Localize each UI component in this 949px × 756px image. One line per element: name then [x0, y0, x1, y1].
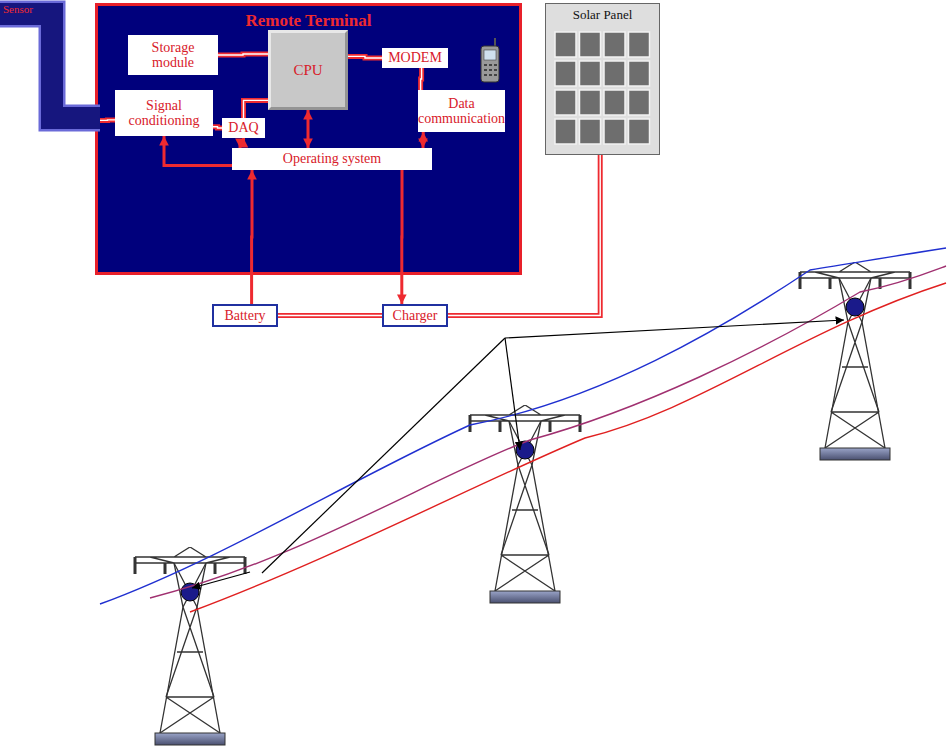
terminal-title: Remote Terminal: [98, 6, 519, 31]
link-outer: [418, 68, 424, 90]
node-label: Sensor: [0, 0, 100, 15]
link-outer: [278, 313, 382, 318]
solar-cell: [629, 32, 650, 57]
solar-cell: [604, 90, 625, 115]
link-outer: [213, 127, 222, 128]
control-arrow: [164, 136, 232, 166]
double-link: [100, 119, 115, 121]
modem-box: MODEM: [382, 48, 448, 68]
control-arrow: [251, 170, 252, 304]
mobile-phone-icon: [481, 38, 499, 82]
double-link: [448, 155, 600, 316]
sensor-probe: Sensor: [0, 0, 100, 140]
solar-cell: [555, 90, 576, 115]
solar-cell: [580, 119, 601, 144]
arrow-line: [400, 170, 403, 304]
arrow-line: [164, 136, 232, 166]
sensor-outline: [0, 14, 100, 118]
node-label: Charger: [393, 308, 438, 324]
tower-left: [135, 547, 245, 745]
solar-cell: [629, 61, 650, 86]
arrow-line: [250, 170, 253, 304]
sensor-shape: [0, 0, 100, 140]
solar-cell: [555, 61, 576, 86]
solar-cell: [604, 119, 625, 144]
double-link: [420, 68, 422, 90]
link-core: [348, 56, 382, 58]
tower-right: [800, 262, 910, 460]
solar-cell: [580, 32, 601, 57]
link-core: [213, 127, 222, 128]
double-link: [218, 54, 268, 55]
storage-module-box: Storage module: [128, 35, 218, 75]
link-outer: [100, 117, 115, 123]
solar-cell: [629, 90, 650, 115]
arrow-line: [422, 132, 425, 148]
solar-cell: [555, 32, 576, 57]
control-arrow: [240, 138, 244, 148]
node-label: MODEM: [388, 50, 442, 65]
double-link: [348, 56, 382, 58]
solar-cell: [555, 119, 576, 144]
link-core: [244, 100, 269, 118]
data-communication-box: Data communication: [418, 90, 505, 132]
node-label: Battery: [224, 308, 265, 324]
link-outer: [244, 100, 269, 118]
node-label: Signal conditioning: [119, 98, 209, 129]
control-arrow: [308, 110, 309, 148]
double-link: [244, 100, 269, 118]
charger-box: Charger: [382, 304, 448, 327]
tower-middle: [470, 405, 580, 603]
battery-box: Battery: [212, 304, 278, 327]
operating-system-box: Operating system: [232, 148, 432, 170]
double-link: [278, 315, 382, 316]
remote-terminal-box: Storage moduleCPU MODEM Signal conditionin…: [95, 3, 522, 275]
solar-cell: [580, 90, 601, 115]
solar-cell: [604, 32, 625, 57]
node-label: Storage module: [132, 40, 214, 71]
arrow-line: [240, 138, 244, 148]
solar-cell: [629, 119, 650, 144]
sensor-body: [0, 14, 100, 118]
link-core: [100, 119, 115, 121]
control-arrow: [401, 170, 402, 304]
solar-cell: [604, 61, 625, 86]
arrow-line: [307, 110, 310, 148]
node-label: CPU: [293, 62, 322, 79]
double-link: [213, 127, 222, 128]
link-outer: [348, 56, 382, 58]
conductors: [100, 248, 946, 612]
signal-conditioning-box: Signal conditioning: [115, 90, 213, 136]
link-core: [278, 315, 382, 316]
daq-box: DAQ: [222, 118, 265, 138]
link-core: [218, 54, 268, 55]
node-label: DAQ: [228, 120, 258, 135]
link-outer: [218, 54, 268, 55]
signal-links: [192, 320, 844, 588]
cpu-chip: CPU: [268, 30, 348, 110]
solar-cell: [580, 61, 601, 86]
node-label: Solar Panel: [546, 4, 659, 23]
link-core: [448, 155, 600, 316]
control-arrow: [423, 132, 424, 148]
solar-cells: [553, 30, 653, 150]
link-outer: [448, 155, 600, 316]
node-label: Operating system: [283, 151, 381, 166]
solar-panel: Solar Panel: [545, 3, 660, 155]
link-core: [420, 68, 422, 90]
node-label: Data communication: [418, 96, 505, 127]
